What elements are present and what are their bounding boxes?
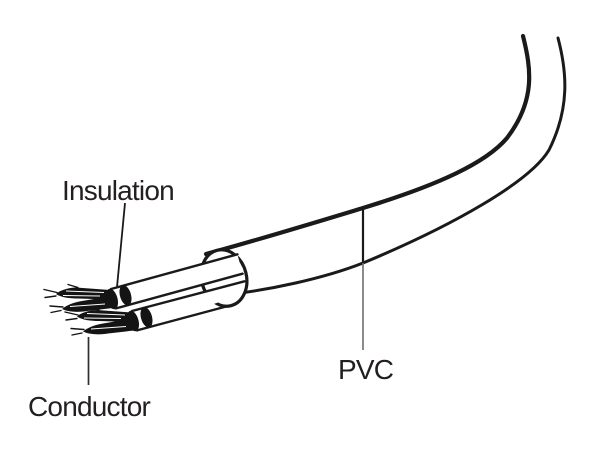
wire-top-insulation-top-edge — [109, 253, 239, 291]
pvc-jacket-top-edge — [203, 33, 532, 257]
conductor-top-strand-highlights — [62, 290, 106, 308]
insulated-wire-top — [105, 253, 244, 310]
wire-bottom-insulation-top-edge — [130, 280, 246, 313]
insulation-leader-line — [116, 202, 126, 288]
wire-top-insulation-bottom-edge — [114, 272, 244, 310]
conductor-bottom-strand-highlights — [83, 312, 127, 330]
wire-bottom-cuff-ring-icon — [140, 307, 153, 328]
leader-lines — [87, 202, 365, 385]
conductor-bottom-bundle — [77, 310, 134, 335]
conductor-label: Conductor — [28, 391, 150, 422]
wire-top-cuff-ring-icon — [119, 285, 132, 306]
pvc-jacket-bottom-edge — [200, 36, 567, 299]
wire-bottom-insulation-body — [130, 281, 245, 331]
wire-top-insulation-body — [109, 254, 243, 309]
conductor-strands-bottom — [64, 306, 134, 336]
conductor-top-bundle — [56, 287, 113, 312]
insulation-label: Insulation — [62, 175, 174, 206]
pvc-label: PVC — [338, 354, 394, 385]
wire-bottom-insulation-bottom-edge — [135, 304, 230, 332]
conductor-strands-top — [43, 283, 113, 314]
conductor-top-frayed-tips — [43, 283, 79, 314]
conductor-bottom-frayed-tips — [64, 306, 100, 336]
pvc-jacket — [199, 33, 567, 308]
